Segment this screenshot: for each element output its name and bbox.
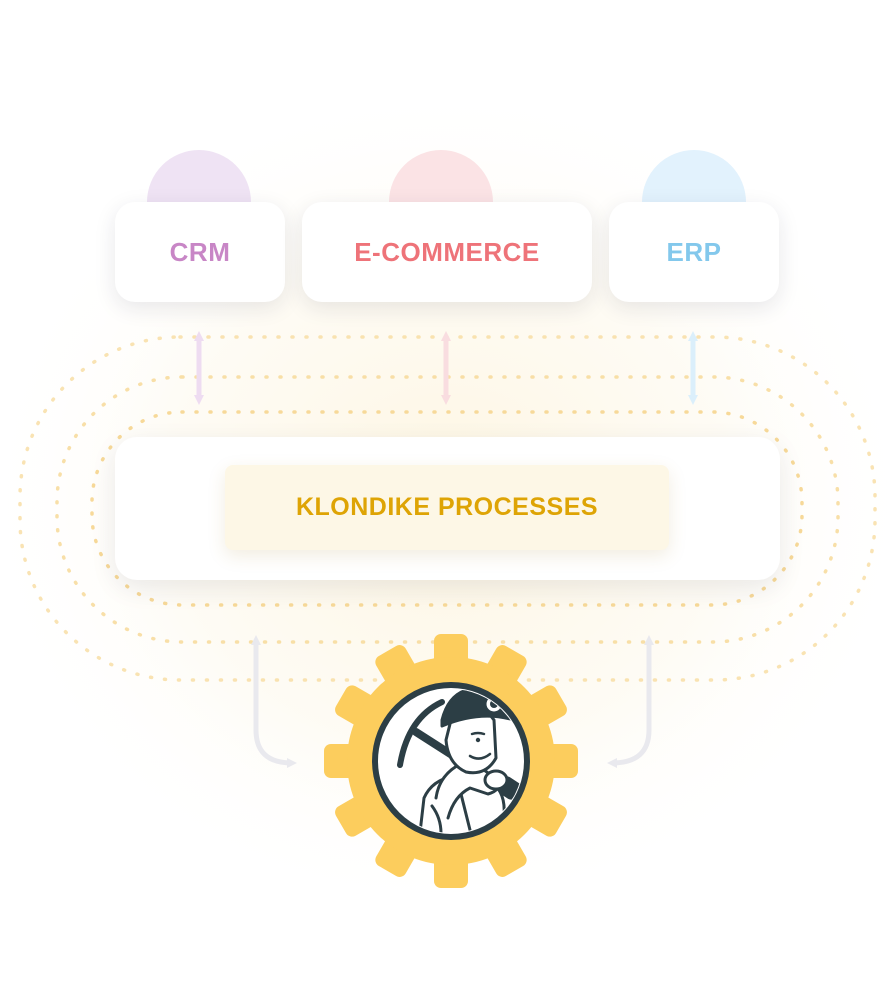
crm-label: CRM bbox=[169, 236, 231, 267]
miner-mascot-icon bbox=[372, 682, 530, 840]
ecommerce-label: E-COMMERCE bbox=[354, 236, 540, 267]
erp-card: ERP bbox=[609, 202, 779, 302]
gear-icon bbox=[320, 630, 582, 892]
klondike-processes-label: KLONDIKE PROCESSES bbox=[295, 493, 599, 521]
crm-card: CRM bbox=[115, 202, 285, 302]
ecommerce-card: E-COMMERCE bbox=[302, 202, 592, 302]
dotted-loop-inner bbox=[90, 410, 804, 607]
left-link-arrow bbox=[251, 635, 297, 768]
right-link-arrow bbox=[607, 635, 654, 768]
erp-label: ERP bbox=[666, 236, 722, 267]
klondike-processes-box: KLONDIKE PROCESSES bbox=[225, 465, 669, 550]
